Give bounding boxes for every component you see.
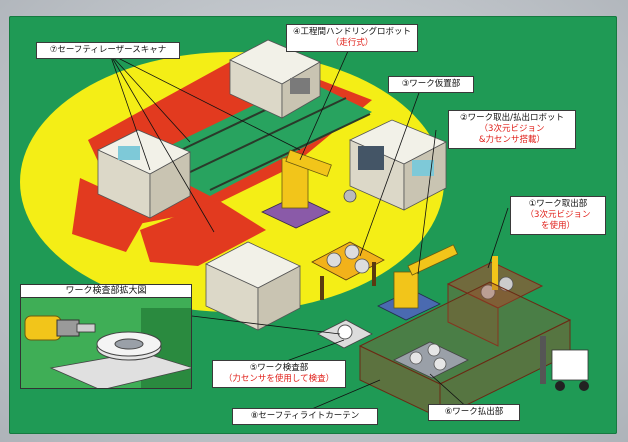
- machine-tool-bottom: [205, 241, 301, 331]
- callout-work-takeout-note1: （3次元ビジョン: [525, 210, 591, 220]
- machine-tool-top: [229, 39, 321, 119]
- callout-safety-light-curtain: ⑧セーフティライトカーテン: [232, 408, 378, 425]
- robot-aisle: [140, 80, 372, 196]
- work-takeout-cell: [446, 256, 544, 347]
- force-sensor-zoom: [56, 319, 80, 337]
- callout-takeout-robot: ②ワーク取出/払出ロボット （3次元ビジョン &力センサ搭載）: [448, 110, 576, 149]
- work-dispense-trays: [393, 341, 469, 379]
- callout-work-takeout: ①ワーク取出部 （3次元ビジョン を使用）: [510, 196, 606, 235]
- inspection-zoom-title: ワーク検査部拡大図: [20, 284, 192, 298]
- callout-handling-robot-note: （走行式）: [330, 38, 374, 48]
- danger-zone-left: [72, 178, 150, 252]
- callout-work-dispense: ⑥ワーク払出部: [428, 404, 520, 421]
- robot-wrist-zoom: [24, 315, 62, 341]
- machine-tool-right: [349, 119, 447, 211]
- takeout-robot: [377, 244, 459, 321]
- callout-handling-robot: ④工程間ハンドリングロボット （走行式）: [286, 24, 418, 52]
- callout-safety-light-curtain-text: ⑧セーフティライトカーテン: [250, 411, 360, 421]
- callout-work-temp-place: ③ワーク仮置部: [388, 76, 474, 93]
- forklift: [540, 336, 589, 391]
- callout-work-dispense-text: ⑥ワーク払出部: [444, 407, 504, 417]
- callout-handling-robot-text: ④工程間ハンドリングロボット: [292, 27, 412, 37]
- callout-work-inspection-note: （力センサを使用して検査）: [223, 374, 335, 384]
- callout-safety-laser-scanner-text: ⑦セーフティレーザースキャナ: [49, 45, 167, 55]
- work-inspection-station: [317, 319, 373, 349]
- callout-takeout-robot-text: ②ワーク取出/払出ロボット: [460, 113, 564, 123]
- inspection-zoom-image: [20, 297, 192, 389]
- handling-robot: [261, 149, 357, 229]
- callout-safety-laser-scanner: ⑦セーフティレーザースキャナ: [36, 42, 180, 59]
- callout-work-inspection-text: ⑤ワーク検査部: [249, 363, 309, 373]
- danger-zone-lower: [140, 200, 266, 266]
- callout-work-temp-place-text: ③ワーク仮置部: [401, 79, 461, 89]
- rail-2: [185, 97, 347, 175]
- callout-work-inspection: ⑤ワーク検査部 （力センサを使用して検査）: [212, 360, 346, 388]
- work-temp-placement-table: [311, 241, 385, 300]
- callout-work-takeout-text: ①ワーク取出部: [528, 199, 588, 209]
- inspection-zoom-drawing: [21, 298, 191, 388]
- callout-takeout-robot-note1: （3次元ビジョン: [479, 124, 545, 134]
- callout-work-takeout-note2: を使用）: [540, 221, 575, 231]
- callout-takeout-robot-note2: &力センサ搭載）: [478, 135, 546, 145]
